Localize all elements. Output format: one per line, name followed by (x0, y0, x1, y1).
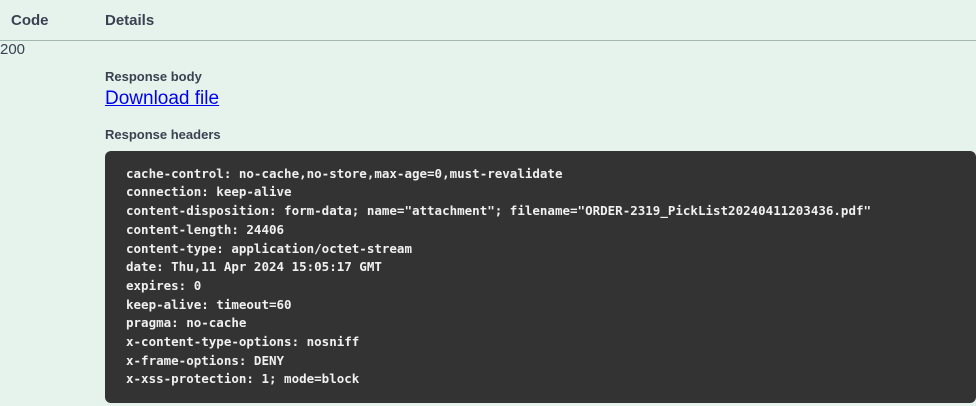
response-header-line: keep-alive: timeout=60 (126, 296, 292, 312)
response-body-label: Response body (105, 69, 202, 84)
response-header-line: connection: keep-alive (126, 184, 292, 200)
response-headers-container: cache-control: no-cache,no-store,max-age… (105, 150, 976, 404)
response-header-line: content-length: 24406 (126, 221, 285, 237)
response-header-line: x-content-type-options: nosniff (126, 334, 360, 350)
responses-table-body: 200 Response body Download file Response… (0, 41, 976, 404)
response-header-line: x-frame-options: DENY (126, 352, 285, 368)
table-header-row: Code Details (0, 0, 976, 41)
column-header-details: Details (105, 0, 976, 41)
response-header-line: content-type: application/octet-stream (126, 240, 412, 256)
column-header-code: Code (0, 0, 105, 41)
response-header-line: pragma: no-cache (126, 315, 247, 331)
responses-table-header: Code Details (0, 0, 976, 41)
table-row: 200 Response body Download file Response… (0, 41, 976, 404)
response-headers-label: Response headers (105, 126, 221, 142)
download-file-link[interactable]: Download file (105, 88, 220, 109)
response-header-line: x-xss-protection: 1; mode=block (126, 371, 360, 387)
response-details-cell: Response body Download file Response hea… (105, 41, 976, 404)
response-headers-code-block: cache-control: no-cache,no-store,max-age… (105, 150, 976, 404)
response-status-code: 200 (0, 41, 26, 58)
response-header-line: content-disposition: form-data; name="at… (126, 203, 872, 219)
response-header-line: date: Thu,11 Apr 2024 15:05:17 GMT (126, 259, 382, 275)
response-header-line: expires: 0 (126, 277, 202, 293)
response-header-line: cache-control: no-cache,no-store,max-age… (126, 165, 563, 181)
